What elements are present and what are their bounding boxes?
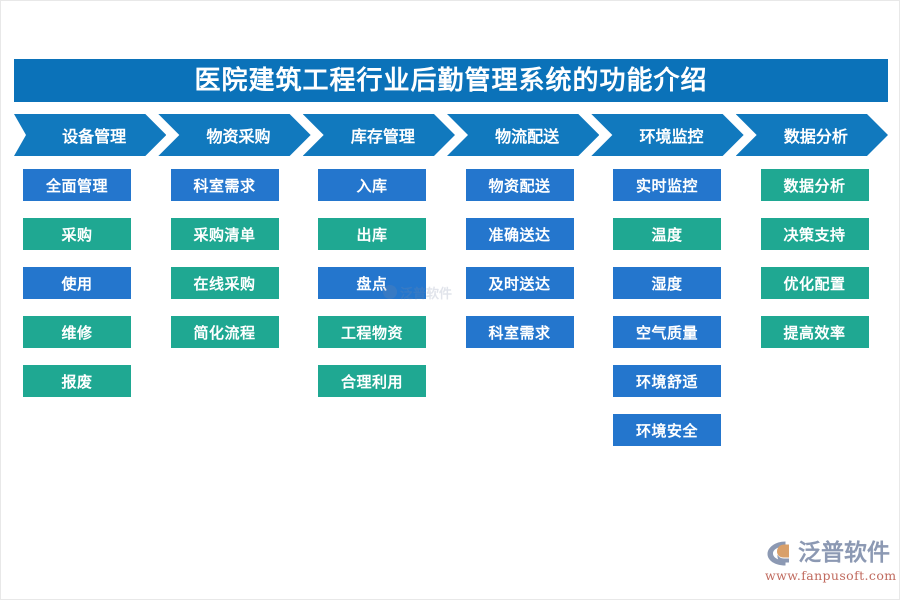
chevron-inventory-management[interactable]: 库存管理: [303, 114, 455, 156]
column-equipment-management: 全面管理采购使用维修报废: [4, 169, 150, 414]
title-banner: 医院建筑工程行业后勤管理系统的功能介绍: [14, 59, 888, 102]
feature-box[interactable]: 物资配送: [465, 169, 574, 201]
feature-box[interactable]: 采购清单: [170, 218, 279, 250]
feature-box[interactable]: 使用: [23, 267, 131, 299]
column-inventory-management: 入库出库盘点工程物资合理利用: [299, 169, 445, 414]
brand-logo: 泛普软件 www.fanpusoft.com: [765, 539, 897, 587]
feature-box[interactable]: 提高效率: [760, 316, 869, 348]
chevron-label: 物流配送: [495, 127, 560, 146]
brand-row: 泛普软件: [765, 539, 890, 567]
feature-box[interactable]: 简化流程: [170, 316, 279, 348]
chevron-material-procurement[interactable]: 物资采购: [158, 114, 310, 156]
page-title: 医院建筑工程行业后勤管理系统的功能介绍: [194, 65, 708, 96]
feature-box[interactable]: 准确送达: [465, 218, 574, 250]
feature-box[interactable]: 环境安全: [613, 414, 721, 446]
feature-box[interactable]: 空气质量: [613, 316, 721, 348]
chevron-label: 库存管理: [350, 127, 415, 146]
chevron-equipment-management[interactable]: 设备管理: [14, 114, 166, 156]
feature-box[interactable]: 出库: [318, 218, 426, 250]
chevron-logistics-delivery[interactable]: 物流配送: [447, 114, 599, 156]
brand-name: 泛普软件: [798, 539, 890, 566]
feature-box[interactable]: 采购: [23, 218, 131, 250]
feature-box[interactable]: 科室需求: [170, 169, 279, 201]
feature-box[interactable]: 合理利用: [318, 365, 426, 397]
feature-columns: 全面管理采购使用维修报废科室需求采购清单在线采购简化流程入库出库盘点工程物资合理…: [1, 169, 900, 469]
brand-url: www.fanpusoft.com: [765, 568, 897, 583]
column-environment-monitoring: 实时监控温度湿度空气质量环境舒适环境安全: [594, 169, 740, 463]
feature-box[interactable]: 维修: [23, 316, 131, 348]
feature-box[interactable]: 数据分析: [760, 169, 869, 201]
feature-box[interactable]: 工程物资: [318, 316, 426, 348]
feature-box[interactable]: 实时监控: [613, 169, 721, 201]
feature-box[interactable]: 全面管理: [23, 169, 131, 201]
feature-box[interactable]: 环境舒适: [613, 365, 721, 397]
feature-box[interactable]: 科室需求: [465, 316, 574, 348]
feature-box[interactable]: 在线采购: [170, 267, 279, 299]
chevron-label: 设备管理: [62, 127, 127, 146]
column-logistics-delivery: 物资配送准确送达及时送达科室需求: [447, 169, 593, 365]
column-data-analysis: 数据分析决策支持优化配置提高效率: [742, 169, 888, 365]
feature-box[interactable]: 优化配置: [760, 267, 869, 299]
feature-box[interactable]: 决策支持: [760, 218, 869, 250]
chevron-environment-monitoring[interactable]: 环境监控: [591, 114, 743, 156]
feature-box[interactable]: 温度: [613, 218, 721, 250]
chevron-label: 环境监控: [639, 127, 704, 146]
chevron-label: 数据分析: [783, 127, 848, 146]
feature-box[interactable]: 湿度: [613, 267, 721, 299]
feature-box[interactable]: 报废: [23, 365, 131, 397]
column-material-procurement: 科室需求采购清单在线采购简化流程: [152, 169, 298, 365]
feature-box[interactable]: 入库: [318, 169, 426, 201]
feature-box[interactable]: 盘点: [318, 267, 426, 299]
chevron-data-analysis[interactable]: 数据分析: [736, 114, 888, 156]
fanpu-logo-icon: [765, 540, 795, 567]
chevron-header-row: 设备管理 物资采购 库存管理 物流配送 环境监控 数据分析: [14, 114, 888, 156]
feature-box[interactable]: 及时送达: [465, 267, 574, 299]
chevron-label: 物资采购: [206, 127, 271, 146]
